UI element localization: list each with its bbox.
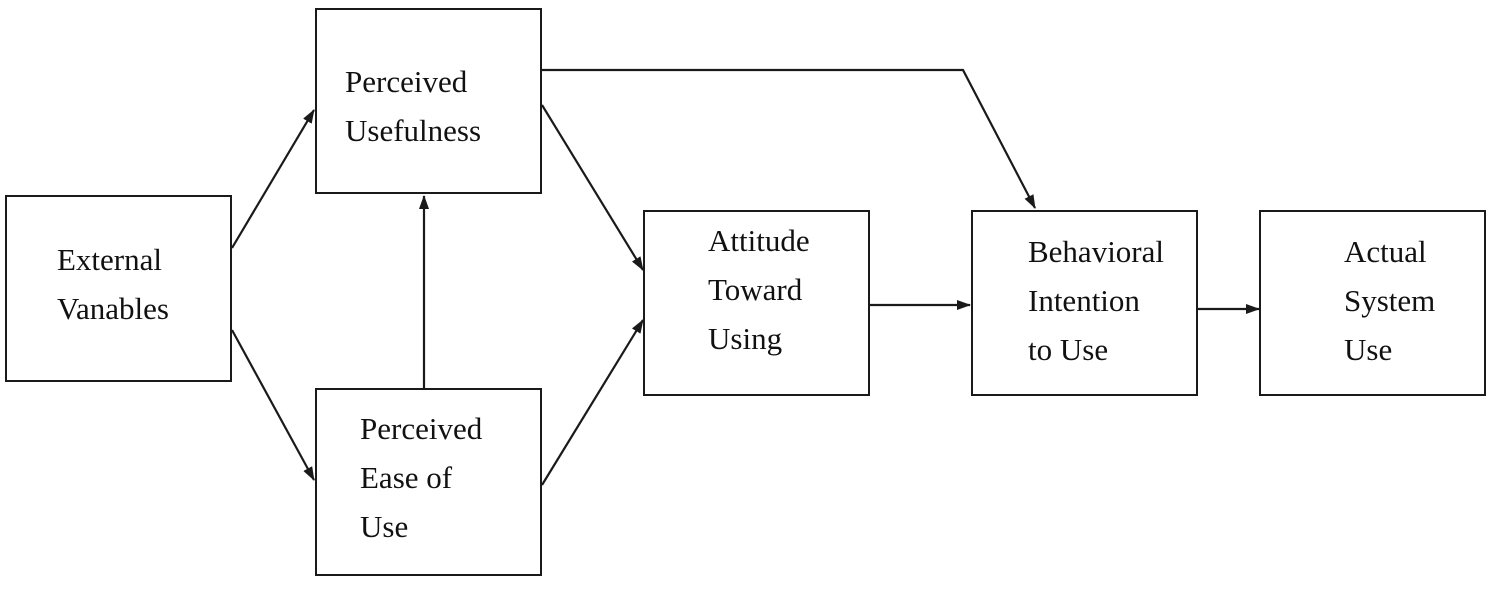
arrow-usefulness-to-intention xyxy=(542,68,1036,209)
arrow-external-to-ease-of-use xyxy=(231,329,315,481)
perceived-usefulness-label: Perceived Usefulness xyxy=(345,57,481,155)
perceived-ease-of-use-line-2: Ease of xyxy=(360,460,453,495)
perceived-ease-of-use-line-3: Use xyxy=(360,509,409,544)
external-variables-line-1: External xyxy=(57,242,163,277)
attitude-toward-using-line-2: Toward xyxy=(708,272,803,307)
arrow-ease-to-attitude xyxy=(541,319,644,486)
perceived-ease-of-use-line-1: Perceived xyxy=(360,411,483,446)
actual-system-use-label: Actual System Use xyxy=(1344,227,1435,374)
actual-system-use-line-2: System xyxy=(1344,283,1436,318)
actual-system-use-line-3: Use xyxy=(1344,332,1393,367)
behavioral-intention-line-3: to Use xyxy=(1028,332,1109,367)
actual-system-use-box xyxy=(1259,210,1486,396)
attitude-toward-using-line-3: Using xyxy=(708,321,783,356)
external-variables-label: External Vanables xyxy=(57,235,169,333)
perceived-ease-of-use-box xyxy=(315,388,542,576)
perceived-usefulness-line-2: Usefulness xyxy=(345,113,482,148)
behavioral-intention-line-2: Intention xyxy=(1028,283,1140,318)
perceived-usefulness-box xyxy=(315,8,542,194)
behavioral-intention-label: Behavioral Intention to Use xyxy=(1028,227,1164,374)
actual-system-use-line-1: Actual xyxy=(1344,234,1427,269)
arrow-usefulness-to-attitude xyxy=(541,104,644,271)
perceived-usefulness-line-1: Perceived xyxy=(345,64,468,99)
behavioral-intention-line-1: Behavioral xyxy=(1028,234,1165,269)
attitude-toward-using-box xyxy=(643,210,870,396)
attitude-toward-using-label: Attitude Toward Using xyxy=(708,216,810,363)
external-variables-line-2: Vanables xyxy=(57,291,169,326)
behavioral-intention-box xyxy=(971,210,1198,396)
attitude-toward-using-line-1: Attitude xyxy=(708,223,810,258)
arrow-external-to-usefulness xyxy=(231,109,315,249)
perceived-ease-of-use-label: Perceived Ease of Use xyxy=(360,404,482,551)
external-variables-box xyxy=(5,195,232,382)
